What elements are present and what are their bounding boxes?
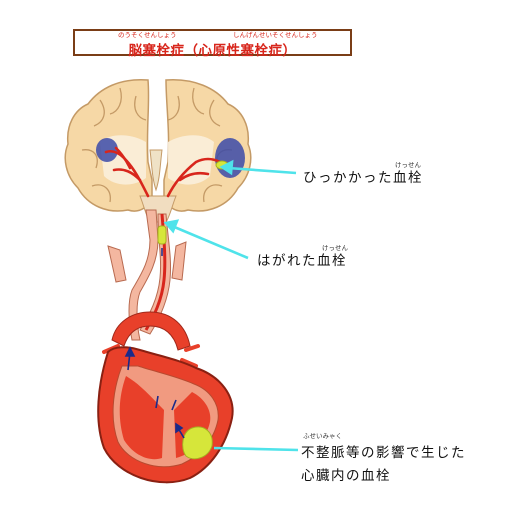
heart-clot-label-line1: 不整脈等の影響で生じた [301,445,466,461]
diagram-title: 脳塞栓症（心原性塞栓症） [128,43,297,59]
pointer-line-detached [171,224,249,260]
title-ruby-brain-embolism: のうそくせんしょう [118,31,177,39]
heart-clot-label-line2: 心臓内の血栓 [301,468,391,484]
pointer-arrowhead-detached [163,219,180,234]
heart [97,346,234,484]
detached-clot-ruby: けっせん [322,244,348,252]
neck-vessels [102,209,200,368]
detached-clot-label: はがれた血栓 [257,253,347,269]
pointer-line-heart [213,446,299,452]
pointer-line-stuck [227,166,297,175]
detached-clot [157,225,167,245]
pointer-arrowhead-stuck [219,159,234,176]
brain-section [64,79,252,223]
stuck-clot-ruby: けっせん [395,161,421,169]
title-ruby-cardioembolic: しんげんせいそくせんしょう [233,31,318,39]
heart-clot-ruby: ふせいみゃく [303,432,342,440]
title-box: 脳塞栓症（心原性塞栓症） [73,29,352,59]
ischemic-area-left [96,138,118,162]
pointer-lines [163,159,299,452]
heart-clot [182,426,213,460]
stuck-clot-label: ひっかかった血栓 [303,170,423,186]
